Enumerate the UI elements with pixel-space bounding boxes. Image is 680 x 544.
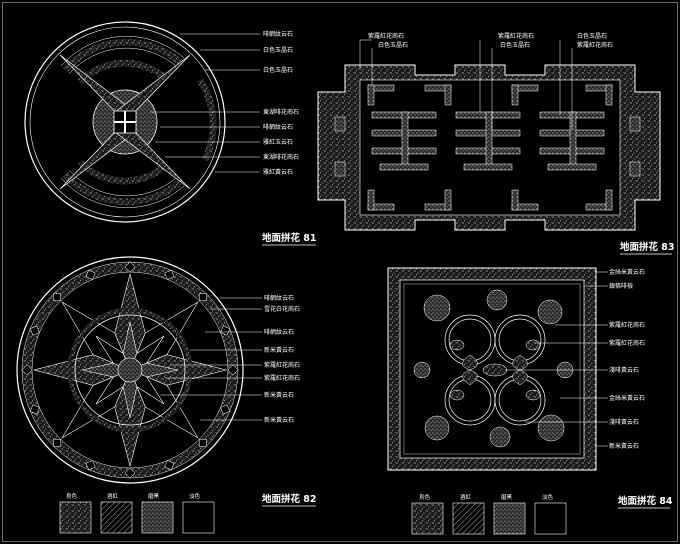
d82-label: 紫羅紅花崗石 xyxy=(264,361,300,369)
d81-annotations: 啡網紋云石 白色玉晶石 白色玉晶石 東湖啡花崗石 啡網紋云石 雅紅玉云石 東湖啡… xyxy=(263,30,299,176)
d82-swatch-dense xyxy=(141,501,174,534)
d82-label: 啡網紋云石 xyxy=(264,294,294,302)
d83-leader-lines xyxy=(359,39,573,130)
d84-legend: 烏色 酒紅 磨黑 淡色 xyxy=(411,493,567,535)
d82-leader-lines xyxy=(160,297,262,421)
d83-label: 白色玉晶石 xyxy=(378,41,408,49)
d81-title: 地面拼花 81 xyxy=(262,232,317,244)
d84-swatch-hatched xyxy=(452,502,485,535)
d82-ring-diamond xyxy=(199,439,207,447)
d82-ring-diamond xyxy=(29,325,40,336)
d82-swatch-blank xyxy=(182,501,215,534)
d82-title: 地面拼花 82 xyxy=(262,493,317,505)
d81-label: 白色玉晶石 xyxy=(263,46,293,54)
d82-ring-diamonds xyxy=(21,261,239,479)
d84-label: 金絲米黃云石 xyxy=(609,268,645,276)
floor-pattern-81: 啡網紋云石 白色玉晶石 白色玉晶石 東湖啡花崗石 啡網紋云石 雅紅玉云石 東湖啡… xyxy=(24,21,317,246)
d84-legend-label: 磨黑 xyxy=(501,493,513,501)
d83-title: 地面拼花 83 xyxy=(620,241,675,253)
d81-label: 雅紅玉云石 xyxy=(263,138,293,146)
d81-inner-circle xyxy=(29,26,221,218)
d84-corner-ornaments xyxy=(413,289,574,448)
d81-label: 啡網紋云石 xyxy=(263,123,293,131)
d82-legend: 烏色 酒紅 磨黑 淡色 xyxy=(59,492,215,534)
d82-legend-label: 酒紅 xyxy=(107,492,119,500)
d84-swatch-speckled xyxy=(411,502,444,535)
d84-annotations: 金絲米黃云石 銀條啡檢 紫羅紅花崗石 紫羅紅花崗石 淺啡黃云石 金絲米黃云石 淺… xyxy=(609,268,645,450)
d81-label: 東湖啡花崗石 xyxy=(263,153,299,161)
d84-label: 新米黃云石 xyxy=(609,442,639,450)
d81-outer-circle xyxy=(24,21,226,223)
d82-ring-diamond xyxy=(85,269,96,280)
d81-leader-lines xyxy=(150,33,260,173)
d82-ring-diamond xyxy=(85,460,96,471)
d83-label: 紫羅紅花崗石 xyxy=(577,41,613,49)
d84-title: 地面拼花 84 xyxy=(618,495,673,507)
d82-legend-label: 烏色 xyxy=(66,492,78,500)
d82-legend-label: 磨黑 xyxy=(148,492,160,500)
d84-label: 金絲米黃云石 xyxy=(609,394,645,402)
d83-label: 紫羅紅花崗石 xyxy=(368,32,404,40)
d84-legend-label: 烏色 xyxy=(419,493,431,501)
d84-leader-lines xyxy=(505,271,608,447)
d84-label: 淺啡黃云石 xyxy=(609,366,639,374)
d84-label: 淺啡黃云石 xyxy=(609,418,639,426)
d82-ring-diamond xyxy=(164,269,175,280)
floor-pattern-82: 啡網紋云石 雪花白花崗石 啡網紋云石 新米黃云石 紫羅紅花崗石 紫羅紅花崗石 新… xyxy=(16,256,317,534)
d82-ring-diamond xyxy=(124,261,136,273)
d84-label: 紫羅紅花崗石 xyxy=(609,321,645,329)
d84-legend-label: 淡色 xyxy=(542,493,554,501)
d82-annotations: 啡網紋云石 雪花白花崗石 啡網紋云石 新米黃云石 紫羅紅花崗石 紫羅紅花崗石 新… xyxy=(264,294,300,424)
d84-swatch-blank xyxy=(534,502,567,535)
d82-ring-diamond xyxy=(220,325,231,336)
d84-label: 紫羅紅花崗石 xyxy=(609,339,645,347)
d83-annotations: 紫羅紅花崗石 白色玉晶石 紫羅紅花崗石 白色玉晶石 白色玉晶石 紫羅紅花崗石 xyxy=(368,32,613,49)
d82-ring-diamond xyxy=(29,404,40,415)
d83-fret-motifs xyxy=(334,84,641,211)
d82-ring-diamond xyxy=(53,293,61,301)
d82-ring-diamond xyxy=(199,293,207,301)
d81-label: 雅紅黃云石 xyxy=(263,168,293,176)
floor-pattern-84: 金絲米黃云石 銀條啡檢 紫羅紅花崗石 紫羅紅花崗石 淺啡黃云石 金絲米黃云石 淺… xyxy=(387,267,673,535)
d82-label: 紫羅紅花崗石 xyxy=(264,374,300,382)
d82-label: 新米黃云石 xyxy=(264,391,294,399)
d82-swatch-speckled xyxy=(59,501,92,534)
d84-swatch-dense xyxy=(493,502,526,535)
d82-outer-circle xyxy=(16,256,244,484)
d82-swatch-hatched xyxy=(100,501,133,534)
d83-label: 白色玉晶石 xyxy=(577,32,607,40)
d81-label: 白色玉晶石 xyxy=(263,66,293,74)
d82-ring-diamond xyxy=(227,364,239,376)
d82-label: 新米黃云石 xyxy=(264,346,294,354)
d84-legend-label: 酒紅 xyxy=(460,493,472,501)
d81-label: 東湖啡花崗石 xyxy=(263,108,299,116)
d83-label: 白色玉晶石 xyxy=(500,41,530,49)
d82-legend-label: 淡色 xyxy=(189,492,201,500)
d82-ring-diamond xyxy=(220,404,231,415)
d82-ring-diamond xyxy=(21,364,33,376)
d82-label: 雪花白花崗石 xyxy=(264,305,300,313)
d82-label: 新米黃云石 xyxy=(264,416,294,424)
d81-arc-bands xyxy=(62,38,217,206)
d82-label: 啡網紋云石 xyxy=(264,328,294,336)
d81-label: 啡網紋云石 xyxy=(263,30,293,38)
d82-ring-diamond xyxy=(124,467,136,479)
d83-label: 紫羅紅花崗石 xyxy=(498,32,534,40)
d82-ring-diamond xyxy=(164,460,175,471)
floor-pattern-83: 紫羅紅花崗石 白色玉晶石 紫羅紅花崗石 白色玉晶石 白色玉晶石 紫羅紅花崗石 地… xyxy=(317,32,675,255)
d82-ring-diamond xyxy=(53,439,61,447)
d84-label: 銀條啡檢 xyxy=(609,282,633,290)
